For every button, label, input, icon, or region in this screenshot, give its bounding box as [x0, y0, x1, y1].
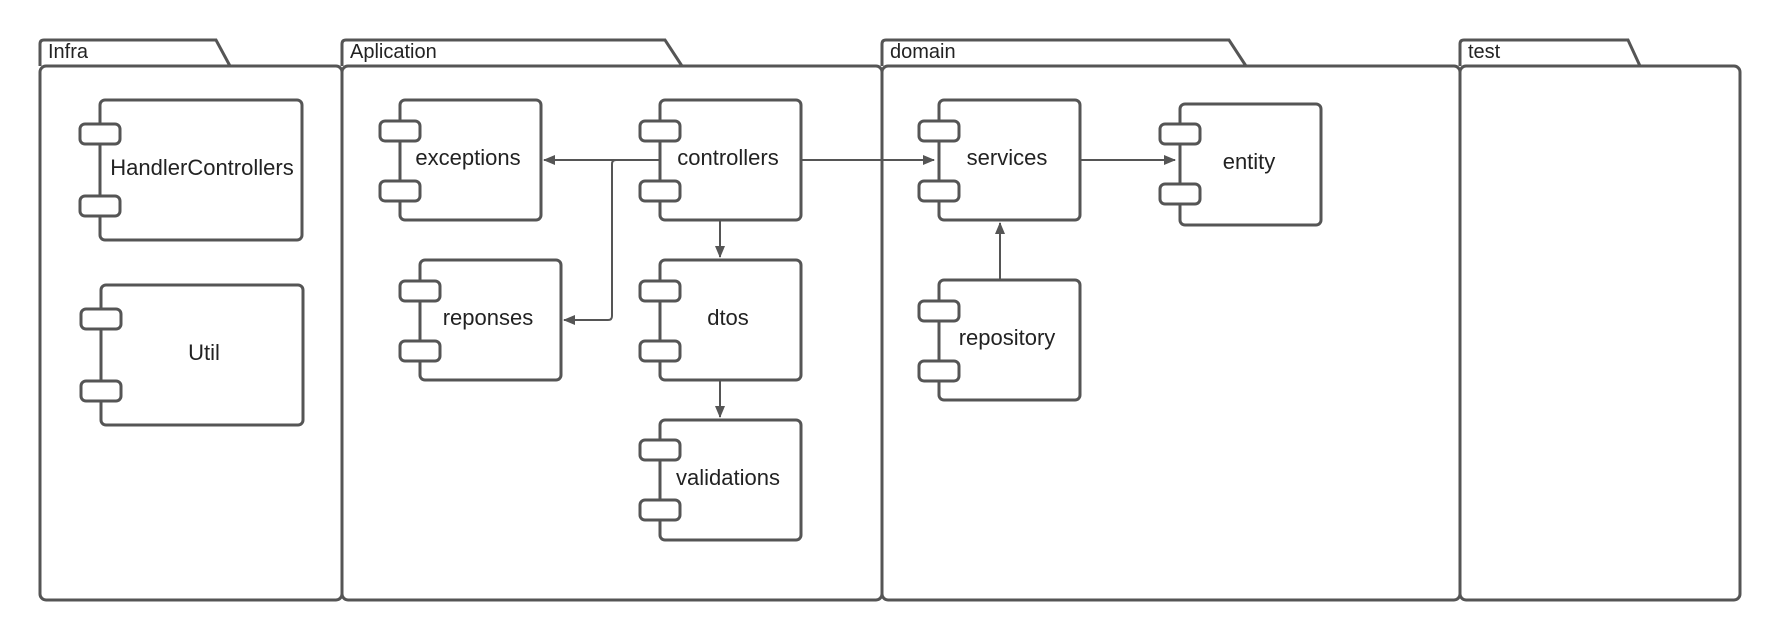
component-port-icon: [917, 359, 961, 383]
component-services-label: services: [967, 145, 1048, 170]
package-infra-tab: [38, 38, 232, 67]
component-handler-controllers[interactable]: HandlerControllers: [78, 98, 304, 242]
component-util-label: Util: [188, 340, 220, 365]
component-reponses-label: reponses: [443, 305, 534, 330]
component-services[interactable]: services: [917, 98, 1082, 222]
component-exceptions[interactable]: exceptions: [378, 98, 543, 222]
component-repository-label: repository: [959, 325, 1056, 350]
component-port-icon: [638, 279, 682, 303]
component-port-icon: [1158, 122, 1202, 146]
component-port-icon: [638, 119, 682, 143]
package-test[interactable]: test: [1458, 38, 1742, 602]
component-port-icon: [917, 179, 961, 203]
component-reponses[interactable]: reponses: [398, 258, 563, 382]
component-validations-label: validations: [676, 465, 780, 490]
package-test-label: test: [1468, 41, 1501, 63]
component-util[interactable]: Util: [79, 283, 305, 427]
component-port-icon: [78, 122, 122, 146]
component-entity-label: entity: [1223, 149, 1276, 174]
component-port-icon: [638, 438, 682, 462]
component-handler-controllers-label: HandlerControllers: [110, 155, 293, 180]
component-port-icon: [917, 119, 961, 143]
component-entity[interactable]: entity: [1158, 102, 1323, 227]
component-controllers-label: controllers: [677, 145, 778, 170]
arrow-controllers-to-reponses: [563, 159, 660, 325]
component-exceptions-label: exceptions: [415, 145, 520, 170]
package-domain-label: domain: [890, 41, 956, 63]
package-domain-tab: [880, 38, 1248, 67]
component-port-icon: [78, 194, 122, 218]
component-validations[interactable]: validations: [638, 418, 803, 542]
package-infra-label: Infra: [48, 41, 89, 63]
component-port-icon: [638, 179, 682, 203]
component-controllers[interactable]: controllers: [638, 98, 803, 222]
component-port-icon: [79, 307, 123, 331]
component-port-icon: [638, 498, 682, 522]
component-port-icon: [378, 179, 422, 203]
component-port-icon: [917, 299, 961, 323]
package-application-label: Aplication: [350, 41, 437, 63]
component-port-icon: [1158, 182, 1202, 206]
component-repository[interactable]: repository: [917, 278, 1082, 402]
component-port-icon: [378, 119, 422, 143]
package-test-tab: [1458, 38, 1642, 67]
component-port-icon: [79, 379, 123, 403]
package-application-tab: [340, 38, 684, 67]
component-port-icon: [398, 279, 442, 303]
component-dtos[interactable]: dtos: [638, 258, 803, 382]
component-port-icon: [638, 339, 682, 363]
component-port-icon: [398, 339, 442, 363]
package-test-body: [1458, 64, 1742, 602]
component-dtos-label: dtos: [707, 305, 749, 330]
